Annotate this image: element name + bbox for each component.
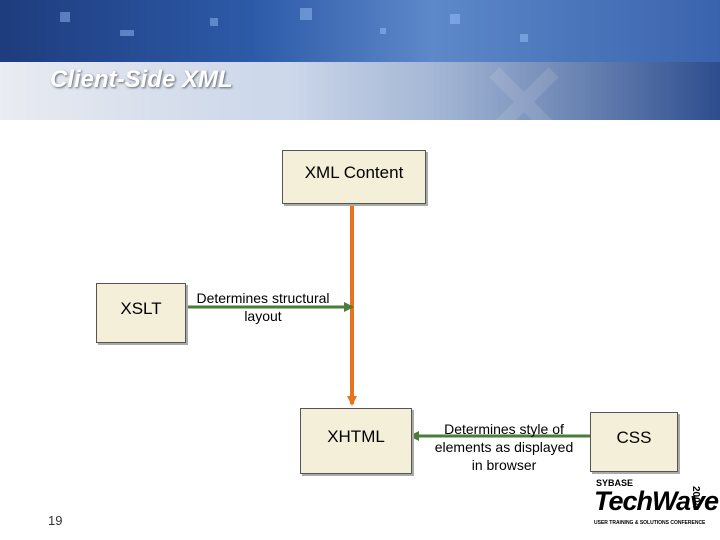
xml-content-node: XML Content xyxy=(282,150,426,204)
xhtml-label: XHTML xyxy=(327,427,385,446)
css-note-line: elements as displayed xyxy=(434,439,574,455)
logo-year: 2004 xyxy=(690,486,701,509)
css-label: CSS xyxy=(616,428,652,447)
css-node: CSS xyxy=(590,412,678,472)
decor-square xyxy=(520,34,528,42)
css-note-line: in browser xyxy=(471,457,537,473)
decor-square xyxy=(380,28,386,34)
title-strip xyxy=(0,62,720,120)
techwave-logo: SYBASE TechWave 2004 USER TRAINING & SOL… xyxy=(594,478,719,530)
page-title: Client-Side XML xyxy=(50,66,233,93)
decor-square xyxy=(210,18,218,26)
decor-square xyxy=(300,8,312,20)
xml-content-label: XML Content xyxy=(304,163,404,182)
css-annotation: Determines style of elements as displaye… xyxy=(418,420,590,474)
logo-name: TechWave xyxy=(594,486,719,516)
xslt-annotation: Determines structural layout xyxy=(184,289,342,325)
css-note-line: Determines style of xyxy=(444,421,564,437)
page-number: 19 xyxy=(48,513,63,528)
xslt-label: XSLT xyxy=(120,299,162,318)
header-banner: ✕ Client-Side XML xyxy=(0,0,720,120)
xslt-note-line: Determines structural xyxy=(196,290,330,306)
logo-tagline: USER TRAINING & SOLUTIONS CONFERENCE xyxy=(594,520,706,526)
decor-square xyxy=(120,30,134,36)
decor-square xyxy=(450,14,460,24)
xhtml-node: XHTML xyxy=(300,408,412,474)
xslt-node: XSLT xyxy=(96,283,186,343)
decor-square xyxy=(60,12,70,22)
logo-brand: SYBASE xyxy=(596,478,634,488)
xslt-note-line: layout xyxy=(244,308,282,324)
